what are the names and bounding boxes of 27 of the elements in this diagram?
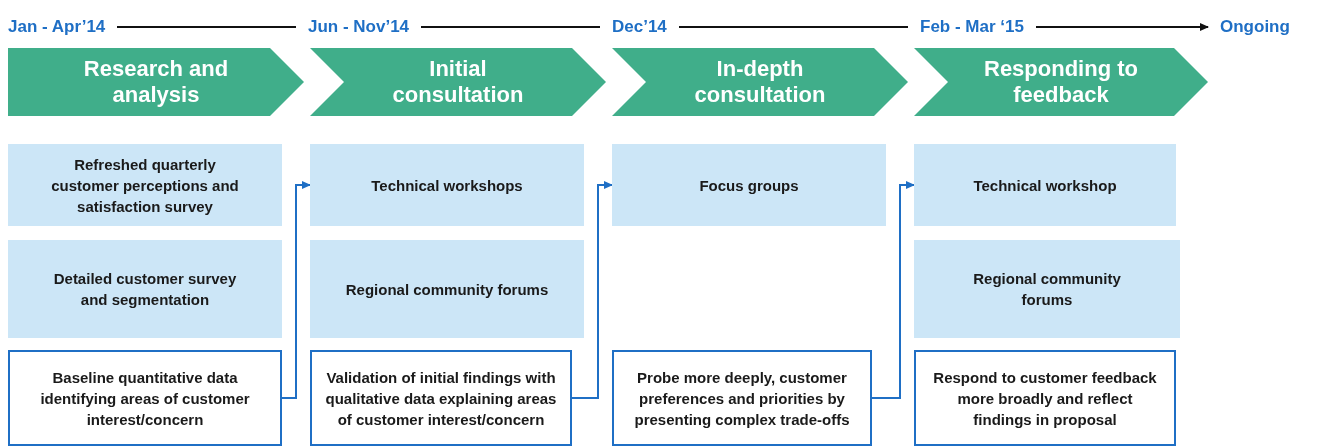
date-label: Dec’14: [612, 14, 667, 40]
date-label: Feb - Mar ‘15: [920, 14, 1024, 40]
activity-box: Detailed customer survey and segmentation: [8, 240, 282, 338]
activity-box: Regional community forums: [310, 240, 584, 338]
phase-banner: Responding to feedback: [914, 48, 1208, 116]
activity-box: Technical workshop: [914, 144, 1176, 226]
connector-arrow: [571, 181, 613, 399]
objective-box: Baseline quantitative data identifying areas of customer interest/concern: [8, 350, 282, 446]
date-label: Jun - Nov’14: [308, 14, 410, 40]
date-label: Ongoing: [1220, 14, 1290, 40]
phase-banner: Research and analysis: [8, 48, 304, 116]
activity-box: Technical workshops: [310, 144, 584, 226]
phase-banner: Initial consultation: [310, 48, 606, 116]
activity-box: Focus groups: [612, 144, 886, 226]
date-label: Jan - Apr’14: [8, 14, 106, 40]
timeline-line: [116, 26, 297, 28]
activity-box: Regional community forums: [914, 240, 1180, 338]
phase-banner: In-depth consultation: [612, 48, 908, 116]
objective-box: Probe more deeply, customer preferences and priorities by presenting complex trade-offs: [612, 350, 872, 446]
activity-box: Refreshed quarterly customer perceptions and satisfaction survey: [8, 144, 282, 226]
timeline-line: [678, 26, 909, 28]
timeline-line: [420, 26, 601, 28]
timeline-line: [1035, 23, 1209, 31]
objective-box: Validation of initial findings with qualitative data explaining areas of customer interest/concern: [310, 350, 572, 446]
connector-arrow: [871, 181, 915, 399]
objective-box: Respond to customer feedback more broadly and reflect findings in proposal: [914, 350, 1176, 446]
connector-arrow: [281, 181, 311, 399]
